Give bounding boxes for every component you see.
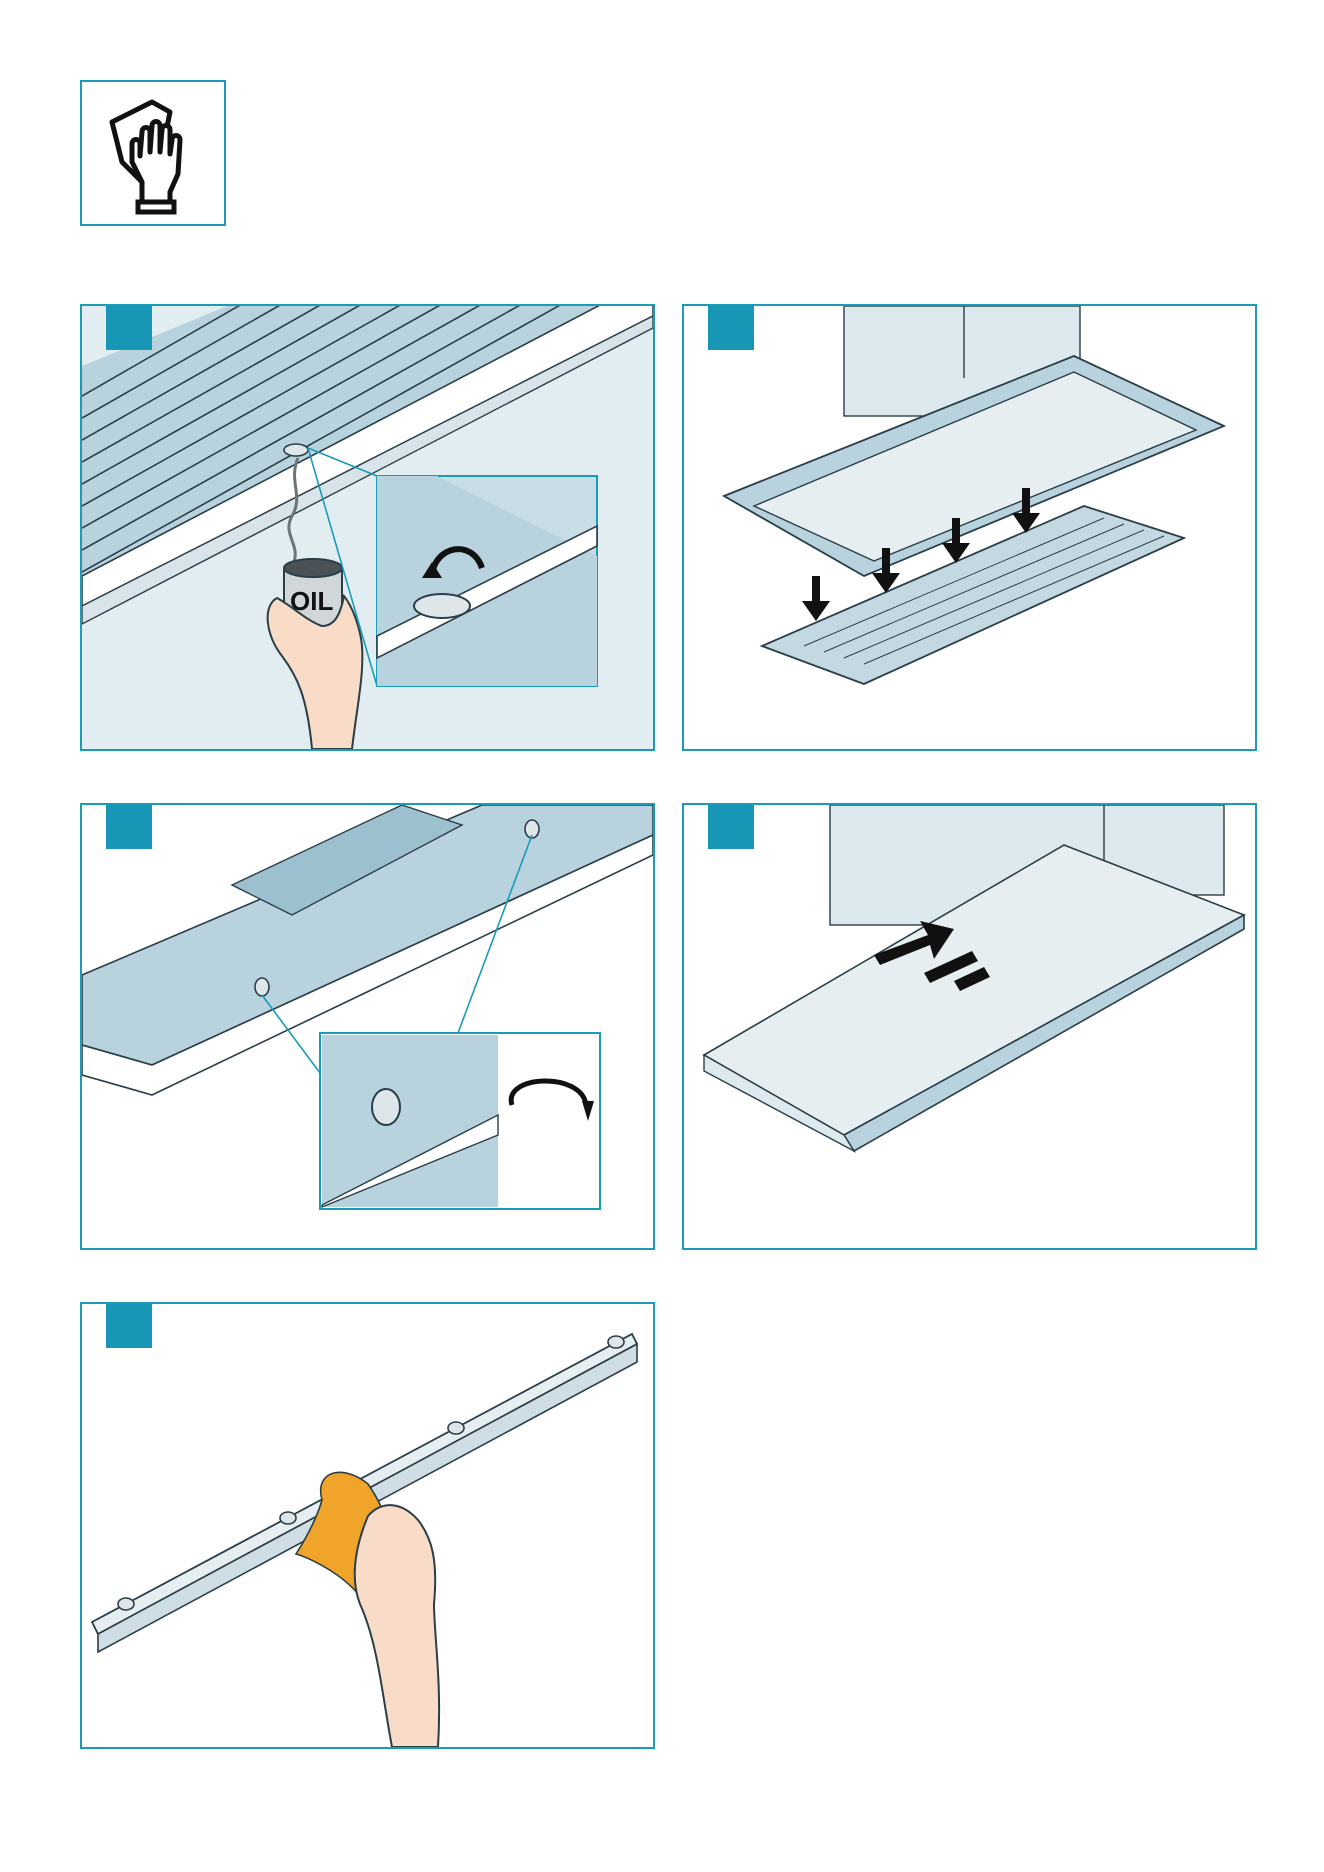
step-5-illustration	[82, 1304, 653, 1747]
screw-icon	[372, 1089, 400, 1125]
step-1-illustration: OIL	[82, 306, 653, 749]
step-5-badge	[106, 1302, 152, 1348]
lever-icon	[414, 594, 470, 618]
step-2-panel	[682, 304, 1257, 751]
step-5-panel	[80, 1302, 655, 1749]
step-3-badge	[106, 803, 152, 849]
step-4-panel	[682, 803, 1257, 1250]
step-1-panel: OIL	[80, 304, 655, 751]
step-3-illustration	[82, 805, 653, 1248]
step-4-badge	[708, 803, 754, 849]
step-2-badge	[708, 304, 754, 350]
gloves-cleaning-icon	[80, 80, 226, 226]
step-2-illustration	[684, 306, 1255, 749]
step-3-panel	[80, 803, 655, 1250]
step-4-illustration	[684, 805, 1255, 1248]
step-1-badge	[106, 304, 152, 350]
